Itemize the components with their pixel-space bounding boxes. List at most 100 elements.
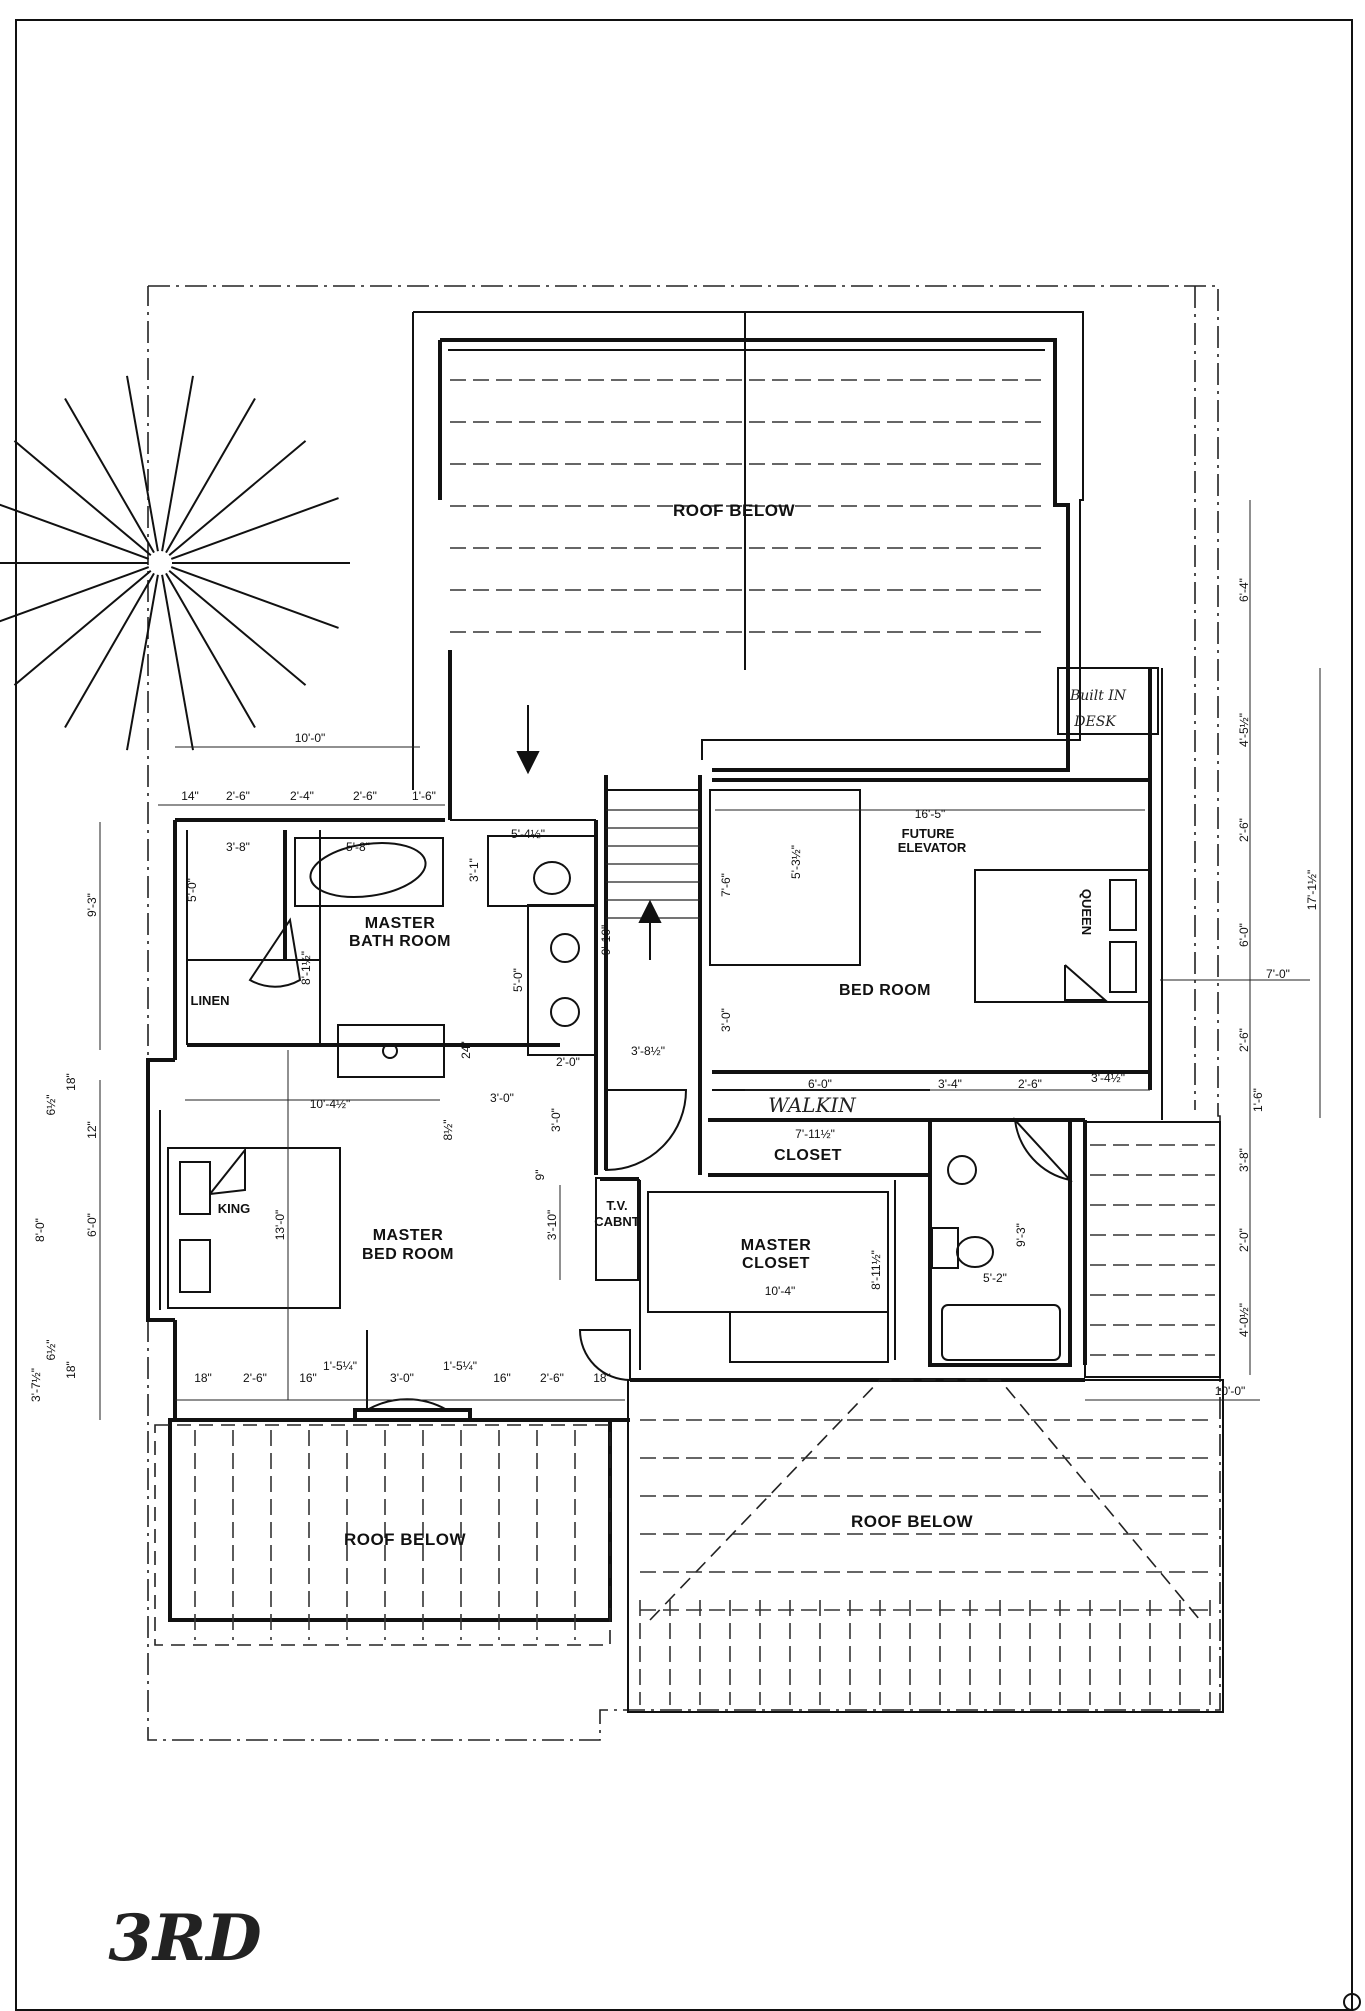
dim: 3'-8" — [1237, 1148, 1251, 1172]
dim: 5'-0" — [511, 968, 525, 992]
dim: 6'-0" — [808, 1077, 832, 1091]
dim: 3'-0" — [549, 1108, 563, 1132]
dim: 9'-3" — [1014, 1223, 1028, 1247]
dim: 3'-8½" — [631, 1044, 665, 1058]
sun-ray — [168, 569, 307, 686]
dim: 6½" — [44, 1340, 58, 1361]
dim: 10'-4" — [765, 1284, 796, 1298]
sun-ray — [0, 566, 150, 623]
dim: 5'-3½" — [789, 845, 803, 879]
sun-ray — [165, 397, 256, 554]
dim: 10'-0" — [1215, 1384, 1246, 1398]
sun-ray — [161, 375, 194, 552]
dim: 18" — [194, 1371, 212, 1385]
dim: 18" — [593, 1371, 611, 1385]
label-desk-2: DESK — [1073, 714, 1117, 730]
room-labels: ROOF BELOW ROOF BELOW ROOF BELOW MASTER … — [191, 501, 1127, 1549]
sun-ray — [64, 572, 155, 729]
dim: 5'-0" — [185, 878, 199, 902]
label-linen: LINEN — [191, 993, 230, 1008]
dim: 3'-4½" — [1091, 1071, 1125, 1085]
dim: 8½" — [441, 1120, 455, 1141]
dim: 3'-0" — [719, 1008, 733, 1032]
dim: 12" — [85, 1121, 99, 1139]
label-bed-room: BED ROOM — [839, 982, 931, 999]
dim: 13'-0" — [273, 1210, 287, 1241]
dim: 7'-6" — [719, 873, 733, 897]
dim: 6'-0" — [85, 1213, 99, 1237]
property-outline — [147, 285, 1221, 1741]
sun-ray — [161, 574, 194, 751]
fixtures — [167, 789, 1151, 1412]
dim: 2'-6" — [243, 1371, 267, 1385]
label-walkin: WALKIN — [768, 1093, 857, 1117]
label-master-closet-1: MASTER — [741, 1237, 812, 1254]
sun-ray — [126, 574, 159, 751]
dim: 9" — [533, 1170, 547, 1181]
dim: 6½" — [44, 1095, 58, 1116]
label-queen: QUEEN — [1079, 889, 1094, 935]
label-king: KING — [218, 1201, 251, 1216]
arrow-down-icon — [516, 705, 540, 775]
dim: 7'-0" — [1266, 967, 1290, 981]
label-elevator-2: ELEVATOR — [898, 840, 967, 855]
dim: 3'-1" — [467, 858, 481, 882]
label-master-bath-1: MASTER — [365, 915, 436, 932]
label-desk-1: Built IN — [1069, 688, 1127, 704]
label-elevator-1: FUTURE — [902, 826, 955, 841]
dim: 9'-10" — [599, 925, 613, 956]
corner-mark-icon — [1343, 1993, 1361, 2011]
label-closet: CLOSET — [774, 1147, 842, 1164]
dim: 2'-6" — [1237, 818, 1251, 842]
elevator-shaft — [709, 789, 861, 966]
sun-ray — [170, 566, 339, 629]
dim: 16" — [493, 1371, 511, 1385]
sun-ray — [0, 503, 150, 560]
dim: 3'-8" — [226, 840, 250, 854]
toilet-top — [533, 861, 571, 895]
label-master-bed-2: BED ROOM — [362, 1246, 454, 1263]
dim: 24" — [459, 1041, 473, 1059]
dim: 3'-7½" — [29, 1368, 43, 1402]
roof-top — [412, 311, 1159, 820]
dim: 8'-11½" — [869, 1250, 883, 1290]
vanity-sink — [382, 1043, 398, 1059]
sink-1 — [550, 933, 580, 963]
floor-label: 3RD — [108, 1901, 262, 1976]
dim: 3'-0" — [490, 1091, 514, 1105]
dim: 4'-0½" — [1237, 1303, 1251, 1337]
dim: 5'-8" — [346, 840, 370, 854]
dim: 2'-6" — [226, 789, 250, 803]
dim: 8'-0" — [33, 1218, 47, 1242]
sun-ray — [13, 440, 152, 557]
dim: 5'-2" — [983, 1271, 1007, 1285]
dim: 5'-4½" — [511, 827, 545, 841]
sun-ray — [170, 497, 339, 560]
sun-icon — [0, 375, 350, 751]
sun-ray — [168, 440, 307, 557]
dim: 1'-5¼" — [323, 1359, 357, 1373]
dim: 18" — [64, 1361, 78, 1379]
dim: 7'-11½" — [795, 1127, 835, 1141]
dim: 10'-4½" — [310, 1097, 351, 1111]
vanity — [337, 1024, 445, 1078]
page-border — [15, 19, 1353, 2011]
dim: 2'-6" — [1018, 1077, 1042, 1091]
dim: 2'-6" — [1237, 1028, 1251, 1052]
dim: 2'-0" — [1237, 1228, 1251, 1252]
dim: 1'-5¼" — [443, 1359, 477, 1373]
sun-ray — [64, 397, 155, 554]
dim: 2'-6" — [540, 1371, 564, 1385]
tub-surround — [294, 837, 444, 907]
sun-ray — [126, 375, 159, 552]
dim: 2'-0" — [556, 1055, 580, 1069]
dimension-lines — [99, 500, 1321, 1420]
label-tv-2: CABNT — [594, 1214, 640, 1229]
dim: 9'-3" — [85, 893, 99, 917]
label-roof-right: ROOF BELOW — [851, 1512, 974, 1531]
sink-2 — [550, 997, 580, 1027]
dim: 16'-5" — [915, 807, 946, 821]
label-tv-1: T.V. — [606, 1198, 627, 1213]
dim: 3'-0" — [390, 1371, 414, 1385]
